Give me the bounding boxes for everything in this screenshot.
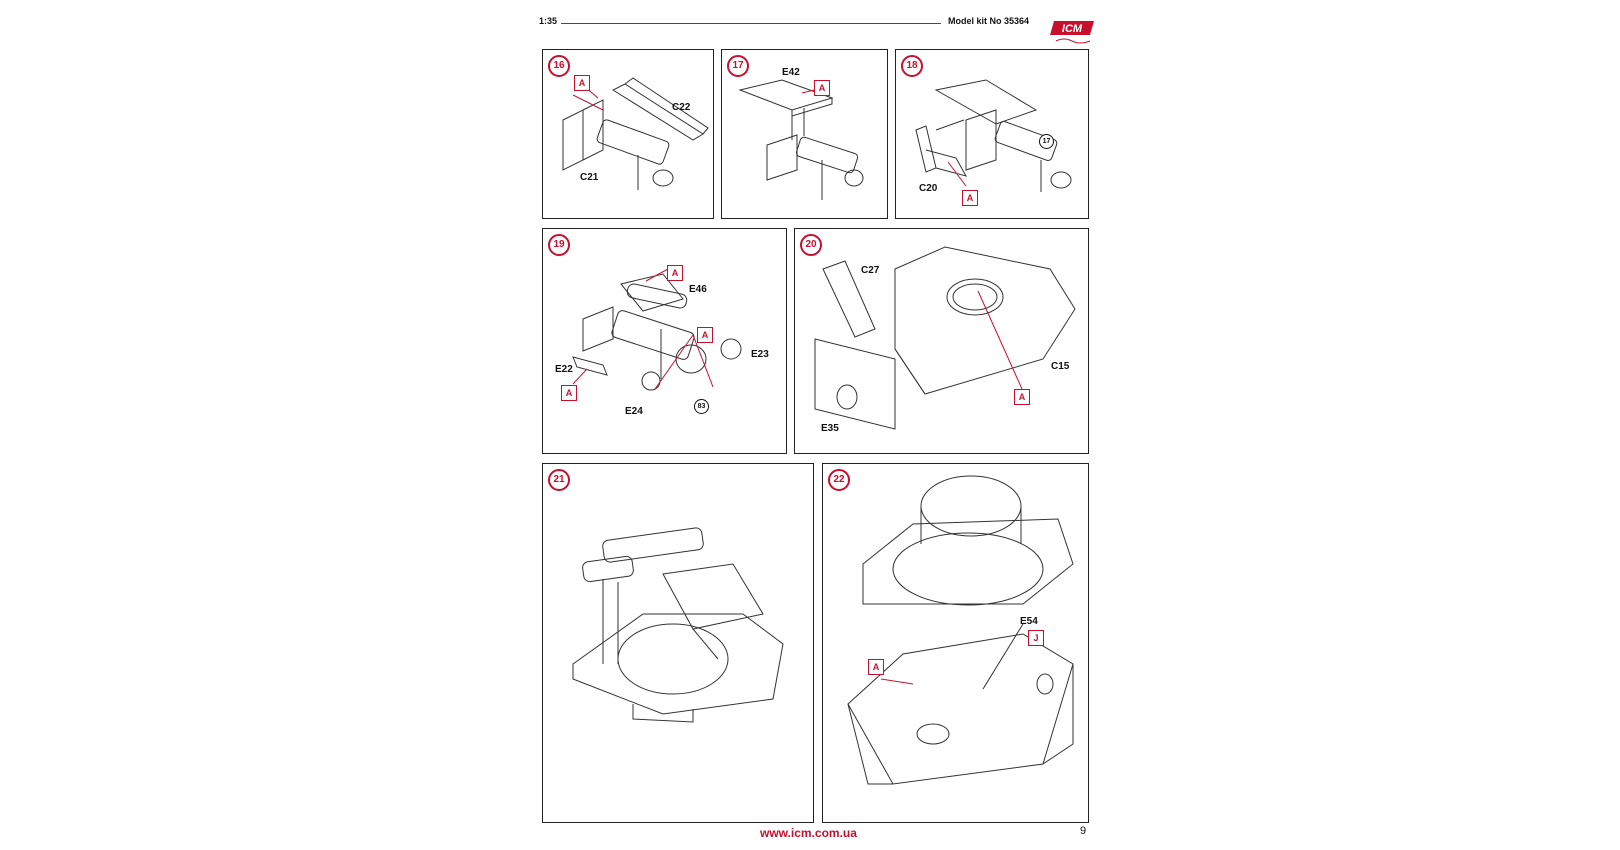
page-number: 9 [1080,825,1087,837]
reference-step-83: 83 [694,399,709,414]
part-label-e23: E23 [751,349,769,360]
svg-text:ICM: ICM [1062,23,1083,35]
part-label-e46: E46 [689,284,707,295]
step-number-19: 19 [548,234,570,256]
part-label-e24: E24 [625,406,643,417]
step-19-drawing [572,268,742,391]
step-18-panel: 18 17 C20 A [895,49,1089,219]
step-21-drawing [572,527,784,723]
step-number-21: 21 [548,469,570,491]
step-16-drawing [562,77,709,190]
step-number-16: 16 [548,55,570,77]
step-17-panel: 17 E42 A [721,49,888,219]
reference-step-17: 17 [1039,134,1054,149]
paint-code-a: A [574,75,590,91]
paint-code-a: A [697,327,713,343]
paint-code-a: A [667,265,683,281]
step-20-panel: 20 C27 C15 A E35 [794,228,1089,454]
step-number-20: 20 [800,234,822,256]
step-18-drawing [915,79,1072,192]
paint-code-j: J [1028,630,1044,646]
scale-label: 1:35 [539,16,558,26]
step-16-panel: 16 A C22 C21 [542,49,714,219]
paint-code-a: A [868,659,884,675]
model-kit-number: Model kit No 35364 [948,16,1030,26]
part-label-c22: C22 [672,102,691,113]
part-label-e22: E22 [555,364,573,375]
part-label-c27: C27 [861,265,880,276]
part-label-e54: E54 [1020,616,1038,627]
header-rule [561,23,941,24]
part-label-c15: C15 [1051,361,1070,372]
step-20-drawing [814,246,1076,430]
part-label-e42: E42 [782,67,800,78]
step-number-22: 22 [828,469,850,491]
paint-code-a: A [962,190,978,206]
part-label-e35: E35 [821,423,839,434]
website-link[interactable]: www.icm.com.ua [760,826,857,840]
paint-code-a: A [1014,389,1030,405]
step-21-panel: 21 [542,463,814,823]
paint-code-a: A [814,80,830,96]
icm-logo: ICM [1050,19,1098,47]
step-22-drawing [847,475,1074,785]
step-19-panel: 19 A E46 A E23 E22 A 83 E24 [542,228,787,454]
part-label-c21: C21 [580,172,599,183]
step-number-18: 18 [901,55,923,77]
step-22-panel: 22 E54 J A [822,463,1089,823]
step-number-17: 17 [727,55,749,77]
part-label-c20: C20 [919,183,938,194]
step-17-drawing [738,79,864,200]
paint-code-a: A [561,385,577,401]
